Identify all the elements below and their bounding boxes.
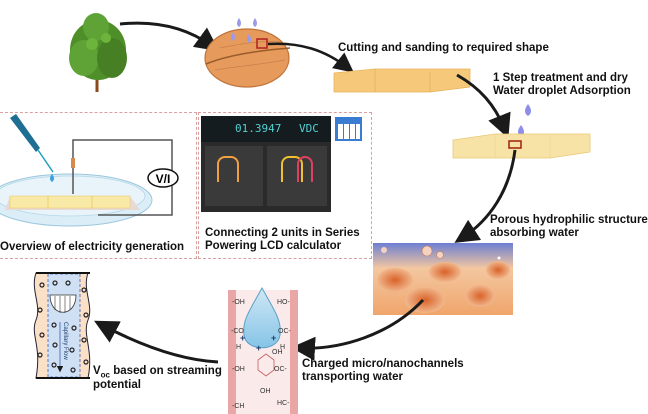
chem-label: OH [260,388,271,395]
charged-label-line2: transporting water [302,371,403,383]
voc-label-line1: Voc based on streaming [93,364,222,382]
charge-label: + [271,333,276,343]
water-drops-icon [231,18,257,43]
water-droplet-icon [518,104,531,137]
porous-label-line1: Porous hydrophilic structure [490,214,648,226]
arrow-walnut-to-plank [267,42,354,73]
arrow-foam-to-channels [291,298,425,361]
voc-label-line2: potential [93,379,141,391]
series-label-line2: Powering LCD calculator [205,240,342,252]
treated-plank-icon [452,133,591,159]
overview-label: Overview of electricity generation [0,241,185,253]
porous-structure-image [373,243,513,315]
chem-label: -CH [232,403,244,410]
chem-label: OC- [278,328,292,335]
capillary-flow-diagram: Capillary Flow [33,272,91,379]
charge-label: + [256,343,261,353]
pipette-icon [10,114,54,182]
multimeter-unit: VDC [299,122,319,135]
highlight-box [508,140,522,149]
chem-label: OH [272,349,283,356]
series-label-line1: Connecting 2 units in Series [205,227,360,239]
chem-label: OC- [274,366,288,373]
arrow-tree-to-walnut [119,21,220,52]
electricity-setup-diagram: V/I [0,114,179,227]
multimeter-photo: 01.3947 VDC [201,116,331,212]
charged-label-line1: Charged micro/nanochannels [302,358,464,370]
diagram-canvas: -OH HO- -CO OC- H H OH -OH OC- OH -CH HC… [0,13,591,414]
charge-label: + [240,333,245,343]
calculator-icon [335,117,362,141]
chem-label: H [236,344,241,351]
nanochannel-diagram: -OH HO- -CO OC- H H OH -OH OC- OH -CH HC… [228,286,298,414]
overview-box [0,112,197,259]
treatment-label-line2: Water droplet Adsorption [493,85,631,97]
chem-label: -CO [231,328,244,335]
cutting-label: Cutting and sanding to required shape [338,42,549,54]
arrow-channels-to-capillary [94,320,219,364]
arrow-plank-to-treated [456,73,511,139]
voc-subscript: oc [100,370,111,380]
porous-label-line2: absorbing water [490,227,579,239]
treatment-label-line1: 1 Step treatment and dry [493,72,628,84]
tree-icon [69,13,127,92]
arrow-plank-to-foam [454,149,517,243]
wood-plank-icon [333,68,471,93]
meter-symbol: V/I [156,172,171,186]
voc-text: based on streaming [110,365,222,377]
chem-label: H [280,344,285,351]
capillary-flow-label: Capillary Flow [62,322,68,360]
chem-label: -OH [232,366,245,373]
chem-label: HO- [277,299,291,306]
voc-symbol: V [93,365,101,377]
series-box [198,112,372,259]
multimeter-reading: 01.3947 [235,122,282,135]
chem-label: -OH [232,299,245,306]
chem-label: HC- [277,400,290,407]
highlight-box [256,38,268,49]
